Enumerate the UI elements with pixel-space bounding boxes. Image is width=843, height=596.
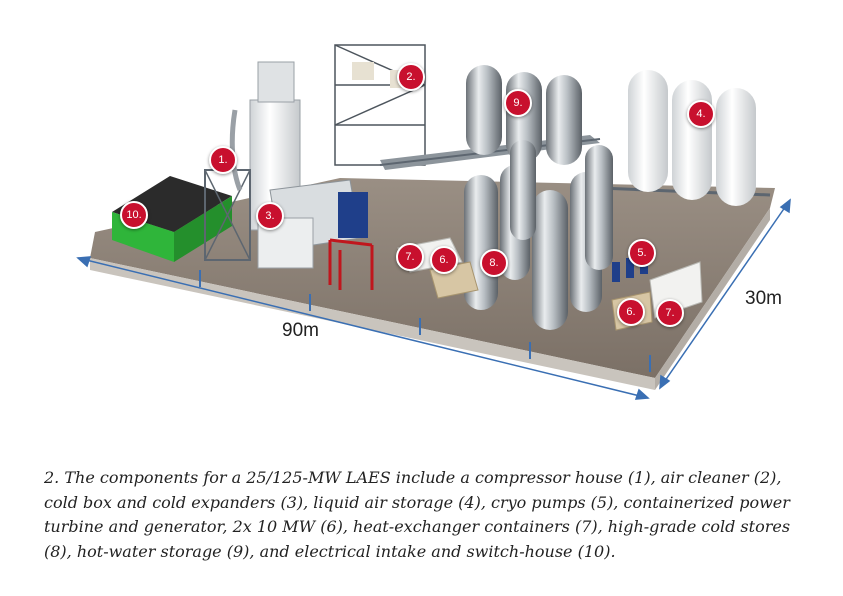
- marker-8: 8.: [480, 249, 508, 277]
- fence-front: [199, 270, 651, 372]
- length-dimension-label: 90m: [282, 320, 319, 341]
- marker-6b: 6.: [617, 298, 645, 326]
- marker-9: 9.: [504, 89, 532, 117]
- liquid-air-storage: [628, 70, 756, 206]
- site-slab-edge-right: [655, 208, 770, 390]
- site-slab-edge-front: [90, 258, 655, 390]
- switch-house-side: [174, 196, 232, 262]
- high-grade-cold-stores: [464, 140, 613, 330]
- dimension-lines: [76, 198, 791, 400]
- marker-10: 10.: [120, 201, 148, 229]
- marker-5: 5.: [628, 239, 656, 267]
- marker-1: 1.: [209, 146, 237, 174]
- red-frame: [328, 238, 374, 290]
- width-dimension-label: 30m: [745, 288, 782, 309]
- figure-caption: 2. The components for a 25/125-MW LAES i…: [44, 468, 791, 561]
- cold-expander-unit: [338, 192, 368, 238]
- compressor-tower-top: [257, 61, 295, 103]
- marker-7b: 7.: [656, 299, 684, 327]
- marker-4: 4.: [687, 100, 715, 128]
- marker-3: 3.: [256, 202, 284, 230]
- plant-drawing: [76, 44, 791, 400]
- marker-2: 2.: [397, 63, 425, 91]
- laes-plant-illustration: 1. 2. 3. 4. 5. 6. 6. 7. 7. 8. 9. 10. 90m…: [76, 44, 791, 400]
- marker-7a: 7.: [396, 243, 424, 271]
- marker-6a: 6.: [430, 246, 458, 274]
